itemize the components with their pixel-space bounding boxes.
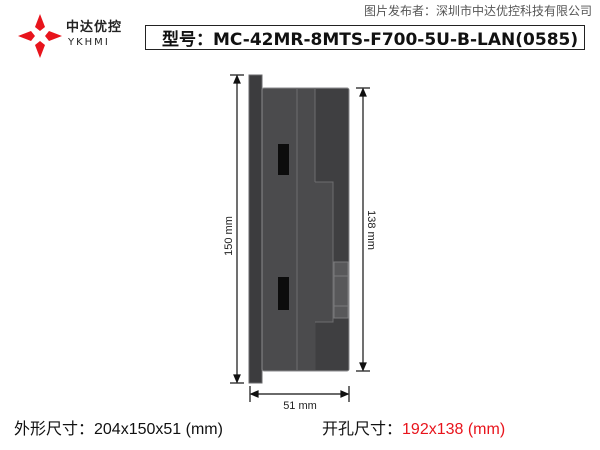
mounting-slot-top [278,144,289,175]
watermark: 图片发布者：深圳市中达优控科技有限公司 [363,4,592,18]
logo-name-cn: 中达优控 [66,20,123,35]
rear-panel-lower [315,322,334,370]
height-dimension-label: 150 mm [223,216,235,256]
model-title-text: 型号：MC-42MR-8MTS-F700-5U-B-LAN(0585) [162,30,579,50]
device-side-view [248,74,350,384]
connector [333,261,349,319]
mounting-slot-bottom [278,277,289,310]
logo-name-en: YKHMI [68,37,110,48]
front-bezel [248,74,263,384]
depth-dimension-label: 51 mm [283,400,317,412]
model-title: 型号：MC-42MR-8MTS-F700-5U-B-LAN(0585) [145,25,585,50]
outer-dimensions: 外形尺寸：204x150x51 (mm) [14,421,223,438]
rear-panel-upper [315,89,349,182]
cutout-value: 192x138 (mm) [402,421,506,438]
cutout-dimensions: 开孔尺寸：192x138 (mm) [322,420,505,440]
logo-mark-icon [18,14,62,58]
cutout-label: 开孔尺寸： [322,421,403,438]
dimension-lines [230,74,370,402]
body-height-dimension-label: 138 mm [365,210,377,250]
